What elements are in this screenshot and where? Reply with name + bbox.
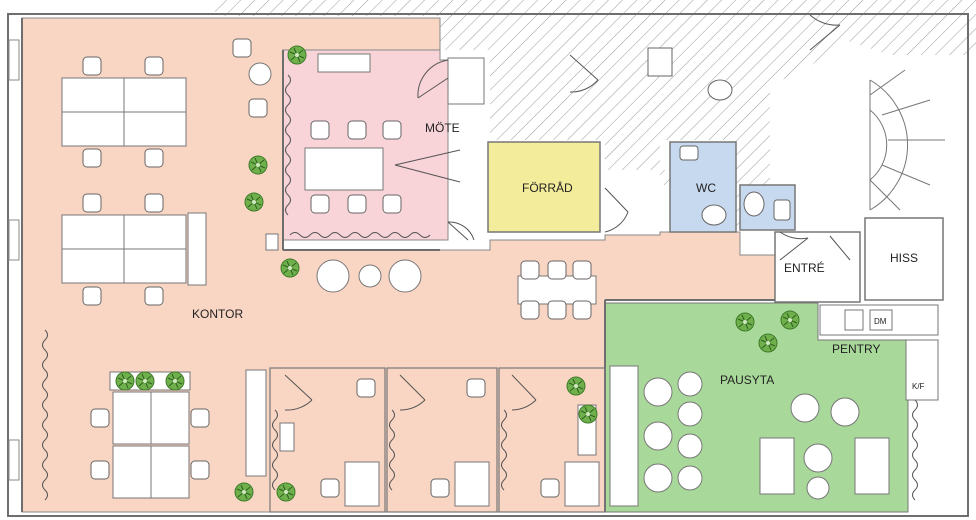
label-mote: MÖTE: [425, 121, 460, 135]
label-entre: ENTRÉ: [784, 260, 825, 275]
label-wc: WC: [696, 181, 716, 195]
label-forrad: FÖRRÅD: [522, 180, 573, 195]
windows-left: [8, 39, 20, 481]
label-pentry: PENTRY: [832, 342, 880, 356]
desks-kontor: [61, 53, 600, 507]
label-kontor: KONTOR: [192, 307, 243, 321]
spiral-stair: [869, 69, 945, 211]
room-forrad: [487, 141, 601, 233]
label-dm: DM: [874, 317, 887, 326]
room-entre: [774, 231, 861, 303]
pause-furniture: [609, 304, 939, 507]
room-hiss: [864, 217, 944, 301]
office-cells: [269, 367, 606, 513]
hatched-core-stairwell: [440, 0, 976, 230]
doors: [284, 14, 851, 411]
lounge-seats: [248, 62, 860, 500]
curtains: [42, 74, 918, 501]
wc-fixtures: [647, 47, 791, 226]
label-pausyta: PAUSYTA: [720, 373, 774, 387]
label-kf: K/F: [912, 382, 925, 391]
label-hiss: HISS: [890, 251, 918, 265]
